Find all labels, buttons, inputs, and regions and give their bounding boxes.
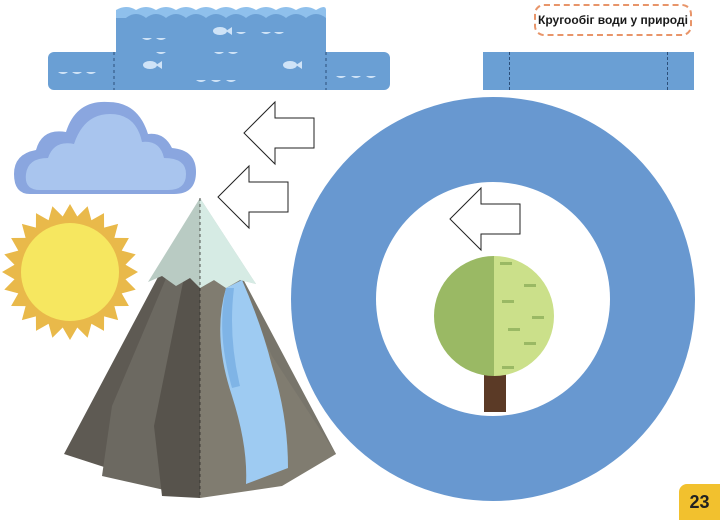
fish-icon bbox=[213, 27, 232, 35]
water-strip[interactable] bbox=[483, 52, 694, 90]
cloud-icon[interactable] bbox=[14, 98, 198, 198]
page-title: Кругообіг води у природі bbox=[534, 4, 692, 36]
arrow-left-icon bbox=[217, 164, 289, 230]
page-number: 23 bbox=[679, 484, 720, 520]
mountain-icon[interactable] bbox=[62, 196, 338, 502]
water-cutout[interactable] bbox=[46, 4, 392, 94]
tree-icon[interactable] bbox=[432, 254, 556, 414]
arrow-left-icon bbox=[449, 186, 521, 252]
arrow-left-icon bbox=[243, 100, 315, 166]
sun-icon[interactable] bbox=[0, 202, 140, 342]
